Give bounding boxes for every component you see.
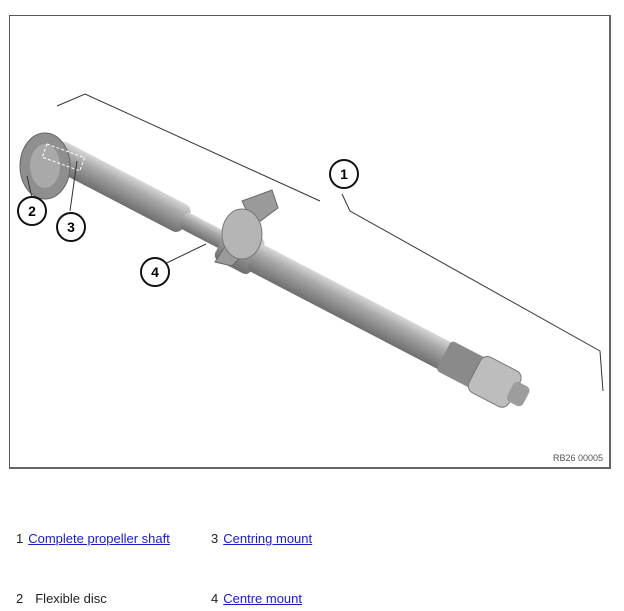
legend-number: 1 (16, 531, 24, 546)
callout-2: 2 (17, 196, 47, 226)
legend-row-2: 2 Flexible disc (16, 591, 107, 606)
svg-text:4: 4 (151, 264, 159, 280)
link-centre-mount[interactable]: Centre mount (223, 591, 302, 606)
callout-3: 3 (56, 212, 86, 242)
svg-text:1: 1 (340, 166, 348, 182)
legend-number: 3 (211, 531, 219, 546)
svg-text:2: 2 (28, 203, 36, 219)
legend-row-1-right: 3 Centring mount (211, 531, 312, 546)
legend-row-2-right: 4 Centre mount (211, 591, 302, 606)
propeller-shaft-illustration: 1 2 3 4 (17, 93, 604, 408)
callout-1: 1 (329, 159, 359, 189)
legend-row-1: 1 Complete propeller shaft (16, 531, 170, 546)
figure-reference-code: RB26 00005 (552, 453, 603, 463)
legend-text-flexible-disc: Flexible disc (35, 591, 107, 606)
svg-text:3: 3 (67, 219, 75, 235)
link-complete-propeller-shaft[interactable]: Complete propeller shaft (28, 531, 170, 546)
link-centring-mount[interactable]: Centring mount (223, 531, 313, 546)
legend-number: 4 (211, 591, 219, 606)
callout-4: 4 (140, 257, 170, 287)
legend-number: 2 (16, 591, 24, 606)
figure-frame: 1 2 3 4 RB26 00005 (9, 15, 611, 469)
